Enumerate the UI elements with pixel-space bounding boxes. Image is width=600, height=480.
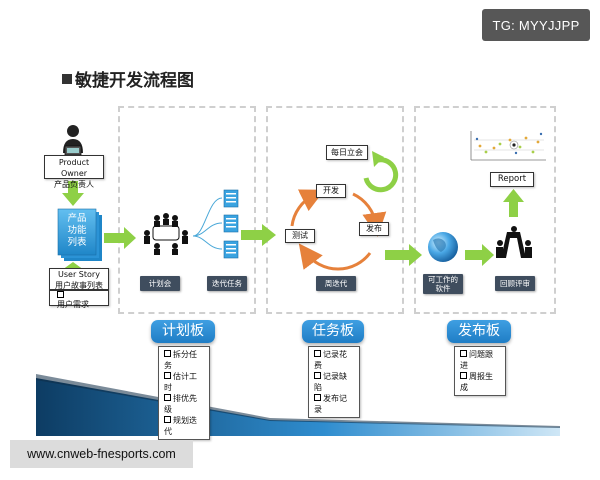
board-item: 问题跟进	[460, 349, 500, 371]
arrow-to-review	[465, 244, 494, 266]
globe-icon	[428, 232, 458, 262]
document-stack-icon	[57, 208, 102, 261]
plan-meeting-tag: 计划会	[140, 276, 180, 291]
person-laptop-icon	[63, 125, 83, 156]
user-story-label: User Story 用户故事列表	[49, 268, 109, 290]
watermark-bottom: www.cnweb-fnesports.com	[10, 440, 193, 468]
board-item-text: 记录花费	[314, 350, 347, 370]
refresh-icon	[363, 151, 399, 193]
cycle-dev-label: 开发	[316, 184, 346, 198]
checkbox-icon	[314, 372, 321, 379]
board-item: 记录花费	[314, 349, 354, 371]
task-board-list: 记录花费 记录缺陷 发布记录	[308, 346, 360, 418]
board-item-text: 问题跟进	[460, 350, 493, 370]
board-item: 周报生成	[460, 371, 500, 393]
presenter-icon	[496, 226, 532, 258]
working-software-line2: 软件	[435, 284, 451, 293]
product-owner-label: Product Owner 产品负责人	[44, 155, 104, 189]
board-item: 排优先级	[164, 393, 204, 415]
user-requirements-text: 用户需求	[57, 300, 89, 309]
checkbox-icon	[164, 372, 171, 379]
report-label: Report	[490, 172, 534, 187]
board-item-text: 排优先级	[164, 394, 197, 414]
working-software-tag: 可工作的 软件	[423, 274, 463, 294]
board-item-text: 周报生成	[460, 372, 493, 392]
product-owner-en: Product Owner	[58, 158, 90, 178]
task-panel	[266, 106, 404, 314]
sprint-tag: 周迭代	[316, 276, 356, 291]
checkbox-icon	[314, 394, 321, 401]
checkbox-icon	[460, 350, 467, 357]
task-board-header: 任务板	[302, 320, 364, 343]
meeting-table-icon	[144, 213, 188, 255]
cycle-release-label: 发布	[359, 222, 389, 236]
iteration-cycle	[290, 189, 387, 271]
board-item: 发布记录	[314, 393, 354, 415]
backlog-doc-line3: 列表	[67, 237, 87, 248]
watermark-top: TG: MYYJJPP	[482, 9, 590, 41]
board-item-text: 拆分任务	[164, 350, 197, 370]
task-list-icon	[223, 189, 239, 259]
user-requirements-box: 用户需求	[49, 290, 109, 309]
scatter-chart-icon	[470, 131, 546, 161]
board-item: 规划迭代	[164, 415, 204, 437]
iteration-task-tag: 迭代任务	[207, 276, 247, 291]
release-board-list: 问题跟进 周报生成	[454, 346, 506, 396]
release-panel	[414, 106, 556, 314]
arrow-to-report	[503, 189, 524, 217]
daily-standup-label: 每日立会	[326, 145, 368, 160]
checkbox-icon	[57, 291, 64, 298]
arrow-to-planning	[104, 227, 136, 249]
board-item-text: 规划迭代	[164, 416, 197, 436]
release-board-header: 发布板	[447, 320, 511, 343]
planning-panel	[118, 106, 256, 314]
board-item: 估计工时	[164, 371, 204, 393]
arrow-down-po	[62, 181, 84, 206]
user-story-cn: 用户故事列表	[55, 281, 103, 290]
page-title: 敏捷开发流程图	[62, 66, 194, 91]
planning-board-list: 拆分任务 估计工时 排优先级 规划迭代	[158, 346, 210, 440]
title-text: 敏捷开发流程图	[75, 71, 194, 91]
checkbox-icon	[460, 372, 467, 379]
product-owner-cn: 产品负责人	[54, 180, 94, 189]
checkbox-icon	[164, 416, 171, 423]
board-item: 拆分任务	[164, 349, 204, 371]
checkbox-icon	[164, 394, 171, 401]
review-tag: 回顾评审	[495, 276, 535, 291]
arrow-to-release	[385, 244, 422, 266]
backlog-doc-line2: 功能	[67, 225, 87, 236]
user-story-en: User Story	[58, 270, 100, 279]
backlog-doc-line1: 产品	[67, 213, 87, 224]
cycle-test-label: 测试	[285, 229, 315, 243]
board-item-text: 发布记录	[314, 394, 347, 414]
arrow-to-task	[241, 224, 276, 246]
board-item-text: 估计工时	[164, 372, 197, 392]
working-software-line1: 可工作的	[428, 275, 458, 284]
title-bullet-icon	[62, 73, 72, 84]
backlog-doc-text: 产品 功能 列表	[58, 213, 96, 249]
planning-board-header: 计划板	[151, 320, 215, 343]
fanout-lines	[192, 197, 223, 250]
board-item: 记录缺陷	[314, 371, 354, 393]
checkbox-icon	[164, 350, 171, 357]
checkbox-icon	[314, 350, 321, 357]
board-item-text: 记录缺陷	[314, 372, 347, 392]
